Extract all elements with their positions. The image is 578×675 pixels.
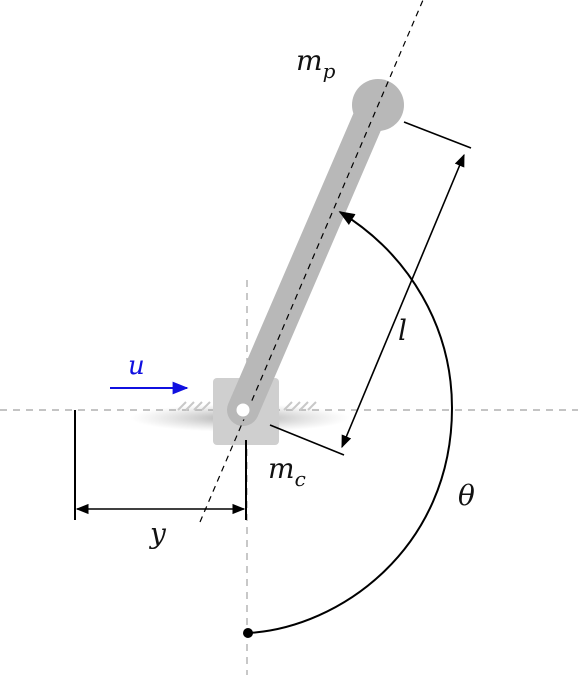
force-label: u [128, 351, 145, 381]
pole-axis-line [199, 0, 424, 523]
mass-cart-label-base: m [268, 452, 295, 485]
length-dimension-arrow [341, 153, 465, 449]
ground-hatch [177, 401, 317, 411]
angle-arc-origin-dot [243, 628, 253, 638]
mass-pole-label-base: m [296, 44, 323, 77]
length-extension-top [403, 121, 472, 149]
pivot-joint [233, 400, 253, 420]
position-label: y [148, 517, 167, 550]
length-label: l [398, 314, 407, 347]
length-extension-bottom [269, 424, 345, 456]
mass-cart-label: mc [268, 452, 306, 491]
pendulum-pole [227, 97, 387, 426]
mass-pole-label-sub: p [323, 59, 336, 83]
angle-label: θ [458, 479, 475, 512]
mass-cart-label-sub: c [295, 467, 306, 491]
angle-arc [247, 211, 454, 634]
mass-pole-label: mp [296, 44, 336, 83]
